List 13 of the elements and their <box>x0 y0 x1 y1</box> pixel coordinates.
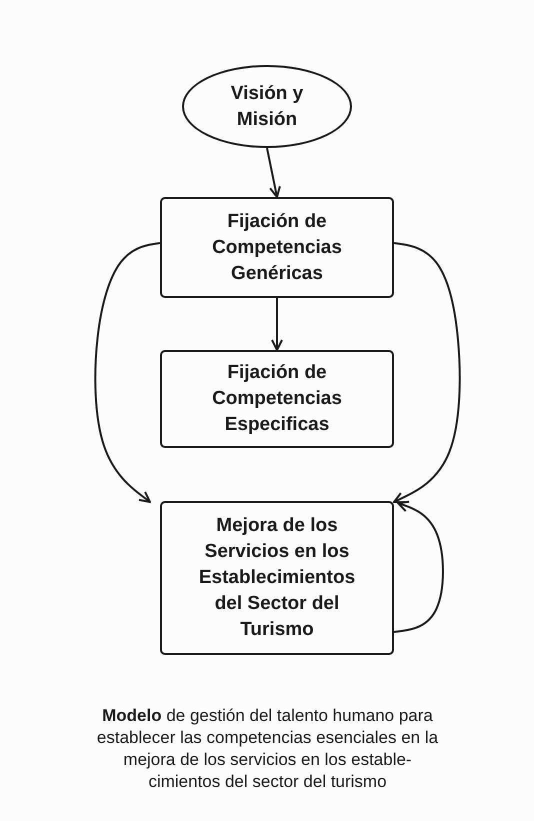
node-label: Mejora de los Servicios en los Establecimientos del Sector del Turismo <box>198 514 356 642</box>
process-box <box>160 501 394 655</box>
caption: Modelo de gestión del talento humano para establecer las competencias esenciales en la mejora de los servicios en los estable- cimientos del sector del turismo <box>96 705 440 793</box>
node-label: Visión y Misión <box>230 82 304 132</box>
process-box <box>160 197 394 298</box>
arrow <box>394 500 444 633</box>
process-box <box>160 350 394 448</box>
arrow <box>271 298 283 351</box>
node-label: Fijación de Competencias Genéricas <box>211 210 343 286</box>
arrow <box>94 242 160 503</box>
arrow <box>266 148 281 198</box>
arrow <box>393 242 461 504</box>
node-label: Fijación de Competencias Especificas <box>211 361 343 437</box>
